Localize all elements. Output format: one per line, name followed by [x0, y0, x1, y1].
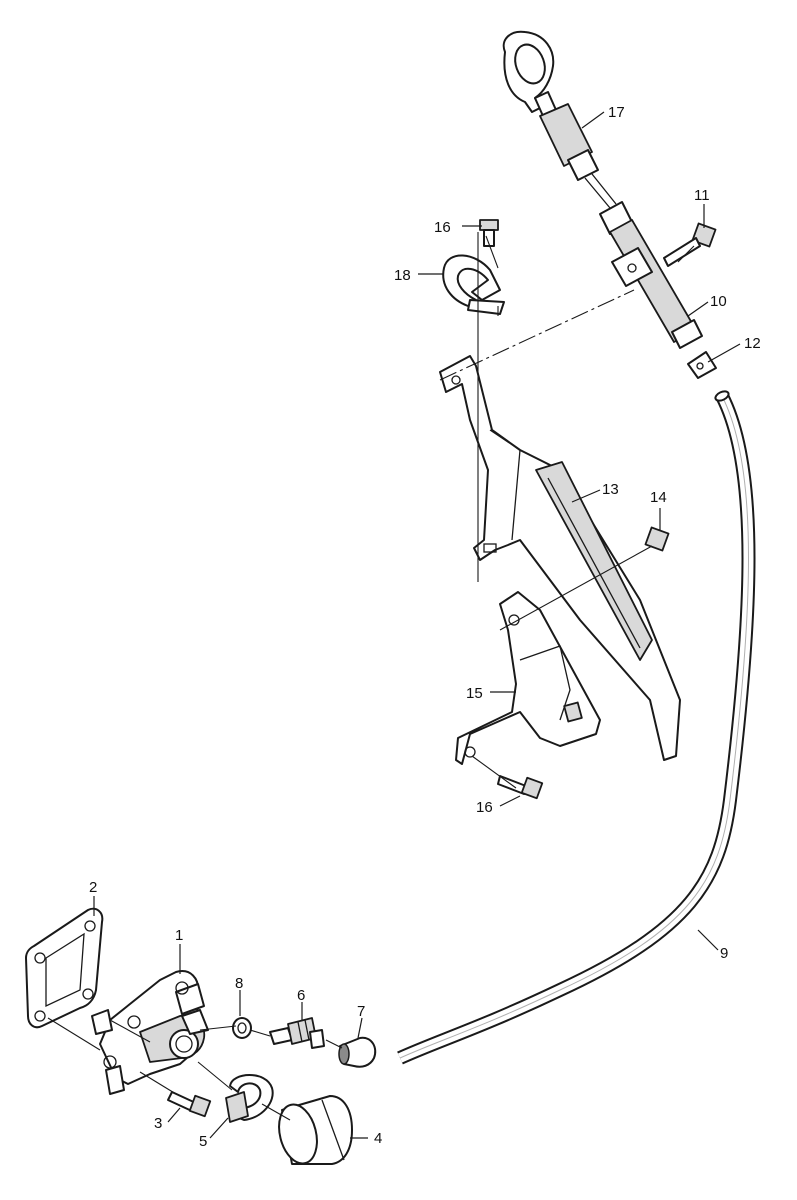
hose-9 — [397, 390, 756, 1065]
hose-clamp-5 — [225, 1074, 274, 1123]
callout-12: 12 — [744, 335, 761, 352]
dipstick-tube — [599, 201, 703, 349]
callout-1: 1 — [175, 927, 183, 944]
callout-3: 3 — [154, 1115, 162, 1132]
callout-4: 4 — [374, 1130, 382, 1147]
callout-17: 17 — [608, 104, 625, 121]
callout-labels: 17 11 16 18 10 12 13 14 15 16 2 1 9 8 6 … — [89, 104, 761, 1150]
callout-15: 15 — [466, 685, 483, 702]
filter-head-1 — [91, 970, 209, 1095]
callout-13: 13 — [602, 481, 619, 498]
bracket-15 — [455, 591, 601, 765]
callout-8: 8 — [235, 975, 243, 992]
callout-18: 18 — [394, 267, 411, 284]
fitting-6 — [269, 1017, 325, 1049]
clip-12 — [687, 351, 717, 379]
alignment-lines — [47, 232, 695, 1121]
callout-16-top: 16 — [434, 219, 451, 236]
callout-11: 11 — [694, 187, 710, 204]
callout-10: 10 — [710, 293, 727, 310]
bracket-13 — [439, 355, 681, 761]
clamp-18 — [442, 254, 505, 315]
bolt-16-top — [479, 219, 499, 247]
washer-8 — [232, 1017, 252, 1039]
callout-6: 6 — [297, 987, 305, 1004]
sleeve-7 — [338, 1036, 377, 1068]
dipstick — [502, 30, 617, 209]
oil-filter-4 — [278, 1095, 353, 1165]
bolt-3 — [167, 1091, 212, 1118]
bolt-14 — [644, 526, 670, 552]
leader-lines — [93, 111, 741, 1139]
callout-16-bottom: 16 — [476, 799, 493, 816]
callout-7: 7 — [357, 1003, 365, 1020]
callout-9: 9 — [720, 945, 728, 962]
callout-5: 5 — [199, 1133, 207, 1150]
bolt-11 — [663, 222, 717, 267]
callout-14: 14 — [650, 489, 667, 506]
callout-2: 2 — [89, 879, 97, 896]
gasket-2 — [25, 907, 104, 1029]
